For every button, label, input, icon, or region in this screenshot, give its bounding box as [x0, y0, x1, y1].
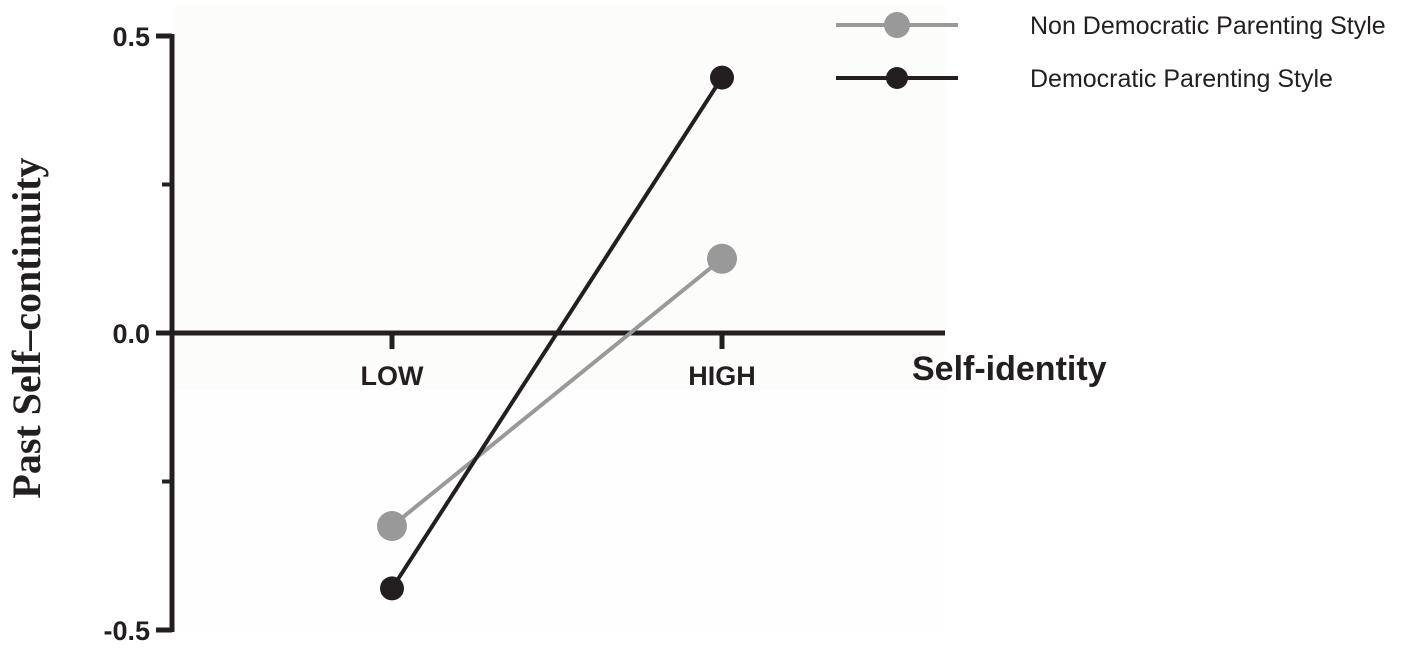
series-line: [390, 76, 724, 590]
x-axis-title: Self-identity: [912, 350, 1107, 388]
x-ticks: LOW HIGH: [361, 333, 756, 391]
y-axis-title: Past Self–continuity: [4, 157, 49, 498]
series-line: [390, 257, 724, 528]
y-tick-label: -0.5: [103, 616, 150, 646]
legend-item: Democratic Parenting Style: [836, 65, 1333, 93]
x-tick-label: LOW: [361, 361, 424, 391]
data-point-low: [380, 576, 404, 601]
series-democratic: [380, 65, 734, 601]
legend: Non Democratic Parenting StyleDemocratic…: [836, 12, 1386, 93]
plot-background-lower: [175, 390, 945, 630]
x-tick-label: HIGH: [688, 361, 756, 391]
data-point-high: [707, 243, 737, 274]
y-ticks: 0.5 0.0 -0.5: [103, 22, 172, 646]
data-point-low: [377, 511, 407, 542]
series-layer: [377, 65, 737, 601]
legend-marker: [884, 12, 910, 38]
series-non-democratic: [377, 243, 737, 542]
legend-item: Non Democratic Parenting Style: [836, 12, 1386, 40]
y-tick-label: 0.5: [112, 22, 150, 52]
legend-label: Non Democratic Parenting Style: [1030, 12, 1386, 40]
legend-marker: [886, 67, 908, 89]
data-point-high: [710, 65, 734, 90]
legend-label: Democratic Parenting Style: [1030, 65, 1333, 93]
y-tick-label: 0.0: [112, 319, 150, 349]
